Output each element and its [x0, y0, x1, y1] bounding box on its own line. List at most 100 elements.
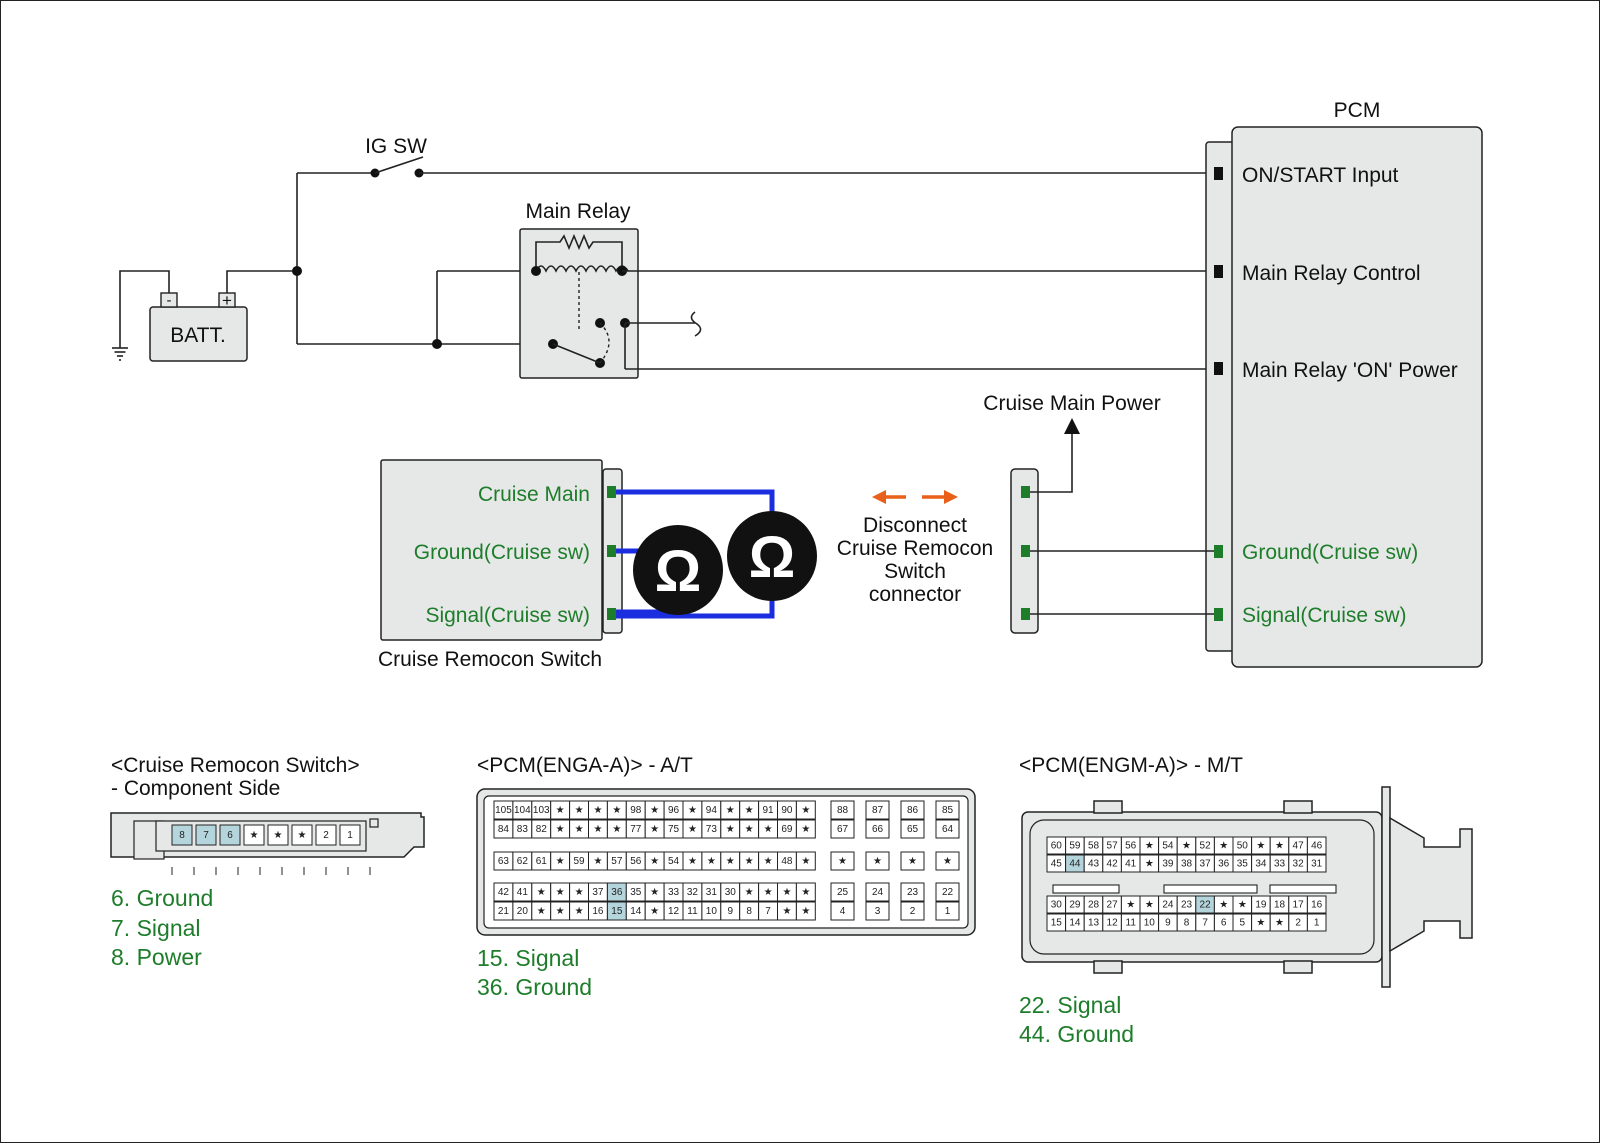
connector-pin-cell [865, 882, 890, 902]
connector-pin-label: 37 [592, 887, 604, 898]
ohmmeter-probe-2: Ω [727, 511, 817, 601]
connector-pin-label: 12 [1107, 918, 1119, 929]
connector-pin-label: 41 [517, 887, 529, 898]
pcm-pin-signal: Signal(Cruise sw) [1242, 604, 1407, 627]
remocon-legend-2: 7. Signal [111, 915, 201, 941]
connector-pin-label: ★ [274, 830, 283, 841]
connector-pin-label: 24 [1162, 900, 1174, 911]
connector-pin-label: 7 [1202, 918, 1208, 929]
battery-plus-label: + [222, 291, 232, 310]
connector-pin-cell [171, 824, 193, 846]
pcm-module: PCM ON/START Input Main Relay Control Ma… [1205, 99, 1483, 668]
remocon-legend-1: 6. Ground [111, 885, 213, 911]
connector-pin-label: ★ [612, 824, 621, 835]
connector-pin-label: 54 [668, 856, 680, 867]
connector-pin-label: 105 [495, 805, 512, 816]
connector-pin-label: 19 [1255, 900, 1267, 911]
connector-pin-label: 37 [1200, 859, 1212, 870]
connector-pin-cell [935, 882, 960, 902]
connector-pin-label: 1 [945, 906, 951, 917]
relay-wiring [622, 270, 1218, 370]
connector-pin-label: 34 [1255, 859, 1267, 870]
connector-pin-label: 1 [1314, 918, 1320, 929]
connector-pin-label: 73 [706, 824, 718, 835]
connector-pin-label: ★ [908, 856, 917, 867]
pcm-at-connector-title: <PCM(ENGA-A)> - A/T [477, 754, 693, 777]
connector-pin-label: 4 [840, 906, 846, 917]
connector-pin-label: ★ [801, 824, 810, 835]
ground-symbol [112, 270, 170, 361]
pcm-pin-on-start: ON/START Input [1242, 164, 1399, 187]
connector-pin-cell [267, 824, 289, 846]
connector-pin-label: ★ [745, 887, 754, 898]
connector-pin-cell [935, 851, 960, 871]
connector-pin-label: 65 [907, 824, 919, 835]
connector-pin-cell [900, 851, 925, 871]
connector-pin-label: 14 [1069, 918, 1081, 929]
connector-pin-cell [830, 851, 855, 871]
remocon-switch: Cruise Main Ground(Cruise sw) Signal(Cru… [378, 459, 623, 671]
connector-pin-cell [830, 901, 855, 921]
connector-pin-label: 23 [1181, 900, 1193, 911]
connector-pin-label: ★ [1275, 918, 1284, 929]
connector-pin-cell [900, 901, 925, 921]
connector-pin-label: ★ [575, 805, 584, 816]
connector-pin-label: 18 [1274, 900, 1286, 911]
connector-pin-cell [830, 819, 855, 839]
connector-pin-label: ★ [745, 805, 754, 816]
connector-pin-label: ★ [1256, 918, 1265, 929]
remocon-pin-signal: Signal(Cruise sw) [425, 604, 590, 627]
connector-pin-label: 59 [573, 856, 585, 867]
connector-pin-label: ★ [726, 824, 735, 835]
connector-pin-label: ★ [801, 887, 810, 898]
connector-pin-label: 54 [1162, 841, 1174, 852]
connector-pin-cell [795, 819, 816, 839]
connector-pin-label: ★ [1145, 859, 1154, 870]
connector-pin-label: ★ [726, 856, 735, 867]
connector-pin-label: 17 [1293, 900, 1305, 911]
connector-pin-label: ★ [537, 887, 546, 898]
connector-pin-cell [795, 800, 816, 820]
connector-pin-label: ★ [745, 856, 754, 867]
connector-pin-label: 86 [907, 805, 919, 816]
connector-pin-label: 84 [498, 824, 510, 835]
ohm-icon: Ω [749, 525, 796, 590]
connector-pin-label: ★ [1275, 841, 1284, 852]
connector-pin-label: ★ [688, 856, 697, 867]
connector-pin-label: 58 [1088, 841, 1100, 852]
connector-pin-label: 62 [517, 856, 529, 867]
connector-pin-label: 2 [910, 906, 916, 917]
connector-pin-label: 8 [746, 906, 752, 917]
connector-pin-cell [935, 819, 960, 839]
main-relay-label: Main Relay [525, 200, 631, 223]
connector-pin-label: ★ [943, 856, 952, 867]
connector-pin-cell [830, 800, 855, 820]
connector-pin-label: ★ [1145, 841, 1154, 852]
connector-pin-label: 42 [498, 887, 510, 898]
connector-pin-label: ★ [1219, 900, 1228, 911]
connector-pin-label: 10 [706, 906, 718, 917]
connector-pin-label: 32 [687, 887, 699, 898]
connector-pin-label: 20 [517, 906, 529, 917]
pcm-title: PCM [1334, 99, 1381, 122]
connector-pin-label: 12 [668, 906, 680, 917]
connector-pin-cell [195, 824, 217, 846]
connector-pin-label: ★ [764, 887, 773, 898]
connector-pin-label: ★ [1256, 841, 1265, 852]
connector-pin-label: 57 [1107, 841, 1119, 852]
remocon-pin-main: Cruise Main [478, 483, 590, 506]
connector-pin-label: 66 [872, 824, 884, 835]
connector-pin-cell [865, 851, 890, 871]
pcm-pin-relay-on-power: Main Relay 'ON' Power [1242, 359, 1458, 382]
connector-pin-label: ★ [801, 805, 810, 816]
arrow-left-icon [872, 490, 886, 504]
remocon-connector-view: <Cruise Remocon Switch> - Component Side… [110, 754, 425, 970]
connector-pin-label: 6 [227, 830, 233, 841]
connector-pin-label: 32 [1293, 859, 1305, 870]
pcm-mt-legend-2: 44. Ground [1019, 1021, 1134, 1047]
battery-wiring [226, 172, 553, 345]
connector-pin-label: 1 [347, 830, 353, 841]
